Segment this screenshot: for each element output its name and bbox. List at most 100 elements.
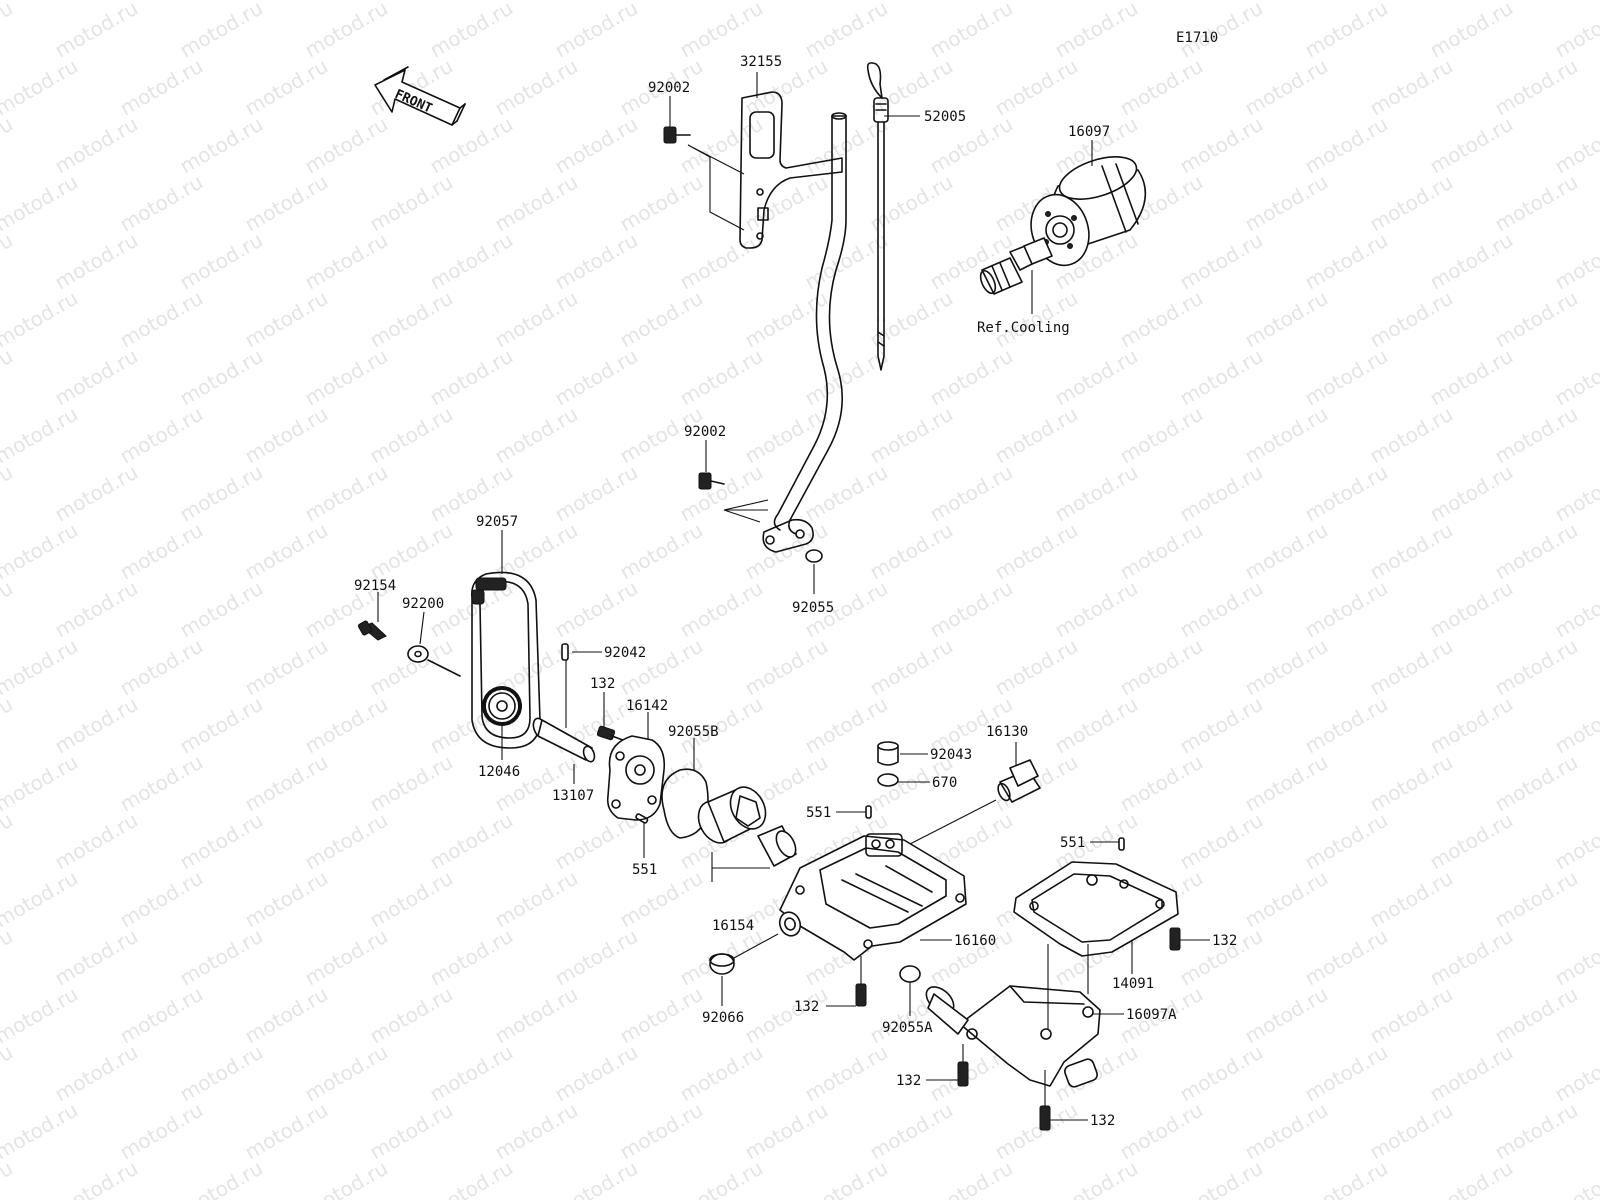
- watermark-text: motod.ru: [1426, 1156, 1517, 1200]
- watermark-text: motod.ru: [1116, 750, 1207, 817]
- watermark-text: motod.ru: [1551, 0, 1600, 62]
- watermark-text: motod.ru: [51, 1040, 142, 1107]
- watermark-text: motod.ru: [1491, 634, 1582, 701]
- watermark-text: motod.ru: [551, 0, 642, 62]
- watermark-text: motod.ru: [551, 112, 642, 179]
- watermark-text: motod.ru: [1241, 866, 1332, 933]
- label-92200: 92200: [402, 596, 444, 612]
- watermark-text: motod.ru: [676, 1156, 767, 1200]
- watermark-text: motod.ru: [676, 1040, 767, 1107]
- label-14091: 14091: [1112, 976, 1154, 992]
- watermark-text: motod.ru: [991, 634, 1082, 701]
- o-ring-92055A: [899, 965, 921, 983]
- pin-551-pump: [635, 813, 649, 824]
- label-551-pan: 551: [806, 805, 831, 821]
- watermark-text: motod.ru: [116, 286, 207, 353]
- label-92055: 92055: [792, 600, 834, 616]
- watermark-text: motod.ru: [551, 344, 642, 411]
- label-92043: 92043: [930, 747, 972, 763]
- watermark-text: motod.ru: [0, 0, 17, 62]
- label-92154: 92154: [354, 578, 396, 594]
- watermark-text: motod.ru: [616, 634, 707, 701]
- strainer-housing-16097A: [925, 985, 1101, 1088]
- label-132-right: 132: [1212, 933, 1237, 949]
- dipstick-52005: [866, 62, 889, 371]
- watermark-text: motod.ru: [551, 460, 642, 527]
- watermark-text: motod.ru: [1551, 228, 1600, 295]
- watermark-text: motod.ru: [51, 112, 142, 179]
- watermark-text: motod.ru: [551, 1156, 642, 1200]
- watermark-text: motod.ru: [116, 518, 207, 585]
- watermark-text: motod.ru: [926, 344, 1017, 411]
- watermark-text: motod.ru: [1491, 982, 1582, 1049]
- watermark-text: motod.ru: [1366, 634, 1457, 701]
- watermark-text: motod.ru: [1491, 1098, 1582, 1165]
- watermark-text: motod.ru: [1366, 54, 1457, 121]
- bolt-132-bottom: [1039, 1105, 1051, 1131]
- label-92002-top: 92002: [648, 80, 690, 96]
- watermark-text: motod.ru: [1491, 286, 1582, 353]
- watermark-text: motod.ru: [1241, 170, 1332, 237]
- watermark-text: motod.ru: [991, 518, 1082, 585]
- label-ref-cooling: Ref.Cooling: [977, 320, 1070, 336]
- watermark-text: motod.ru: [866, 170, 957, 237]
- watermark-text: motod.ru: [551, 576, 642, 643]
- watermark-text: motod.ru: [0, 460, 17, 527]
- watermark-text: motod.ru: [1426, 692, 1517, 759]
- label-132-pan: 132: [794, 999, 819, 1015]
- watermark-text: motod.ru: [0, 924, 17, 991]
- watermark-text: motod.ru: [1241, 518, 1332, 585]
- watermark-text: motod.ru: [301, 228, 392, 295]
- watermark-text: motod.ru: [926, 0, 1017, 62]
- watermark-text: motod.ru: [0, 576, 17, 643]
- pump-cover-16142: [606, 735, 666, 821]
- watermark-text: motod.ru: [0, 112, 17, 179]
- sprocket-12046: [482, 686, 522, 726]
- watermark-text: motod.ru: [1301, 460, 1392, 527]
- watermark-text: motod.ru: [366, 750, 457, 817]
- watermark-text: motod.ru: [176, 112, 267, 179]
- label-16097A: 16097A: [1126, 1007, 1177, 1023]
- watermark-text: motod.ru: [0, 518, 82, 585]
- watermark-text: motod.ru: [1241, 750, 1332, 817]
- watermark-text: motod.ru: [1301, 344, 1392, 411]
- watermark-text: motod.ru: [1366, 866, 1457, 933]
- watermark-text: motod.ru: [1366, 1098, 1457, 1165]
- watermark-text: motod.ru: [1176, 808, 1267, 875]
- watermark-text: motod.ru: [1366, 750, 1457, 817]
- watermark-text: motod.ru: [0, 0, 82, 4]
- watermark-text: motod.ru: [0, 54, 82, 121]
- watermark-text: motod.ru: [1366, 170, 1457, 237]
- watermark-text: motod.ru: [491, 54, 582, 121]
- watermark-text: motod.ru: [1551, 692, 1600, 759]
- part-labels: 32155 92002 52005 16097 Ref.Cooling 9200…: [354, 54, 1237, 1129]
- watermark-text: motod.ru: [1241, 54, 1332, 121]
- watermark-text: motod.ru: [301, 112, 392, 179]
- label-551-pump: 551: [632, 862, 657, 878]
- label-132-bottom-left: 132: [896, 1073, 921, 1089]
- watermark-text: motod.ru: [366, 866, 457, 933]
- watermark-text: motod.ru: [426, 228, 517, 295]
- watermark-text: motod.ru: [616, 518, 707, 585]
- oil-filter-16097: [1030, 156, 1147, 267]
- label-132-pump: 132: [590, 676, 615, 692]
- watermark-text: motod.ru: [51, 576, 142, 643]
- label-551-right: 551: [1060, 835, 1085, 851]
- watermark-text: motod.ru: [1426, 228, 1517, 295]
- watermark-text: motod.ru: [51, 344, 142, 411]
- label-670: 670: [932, 775, 957, 791]
- watermark-text: motod.ru: [1241, 402, 1332, 469]
- label-16097: 16097: [1068, 124, 1110, 140]
- watermark-text: motod.ru: [1301, 808, 1392, 875]
- watermark-text: motod.ru: [366, 170, 457, 237]
- watermark-text: motod.ru: [301, 0, 392, 62]
- pump-shaft-13107: [532, 717, 596, 763]
- watermark-text: motod.ru: [426, 1040, 517, 1107]
- watermark-text: motod.ru: [301, 344, 392, 411]
- watermark-text: motod.ru: [991, 286, 1082, 353]
- watermark-text: motod.ru: [241, 982, 332, 1049]
- watermark-text: motod.ru: [1116, 54, 1207, 121]
- watermark-text: motod.ru: [176, 1156, 267, 1200]
- leader-lines: [377, 72, 1210, 1121]
- pan-union: [778, 911, 802, 937]
